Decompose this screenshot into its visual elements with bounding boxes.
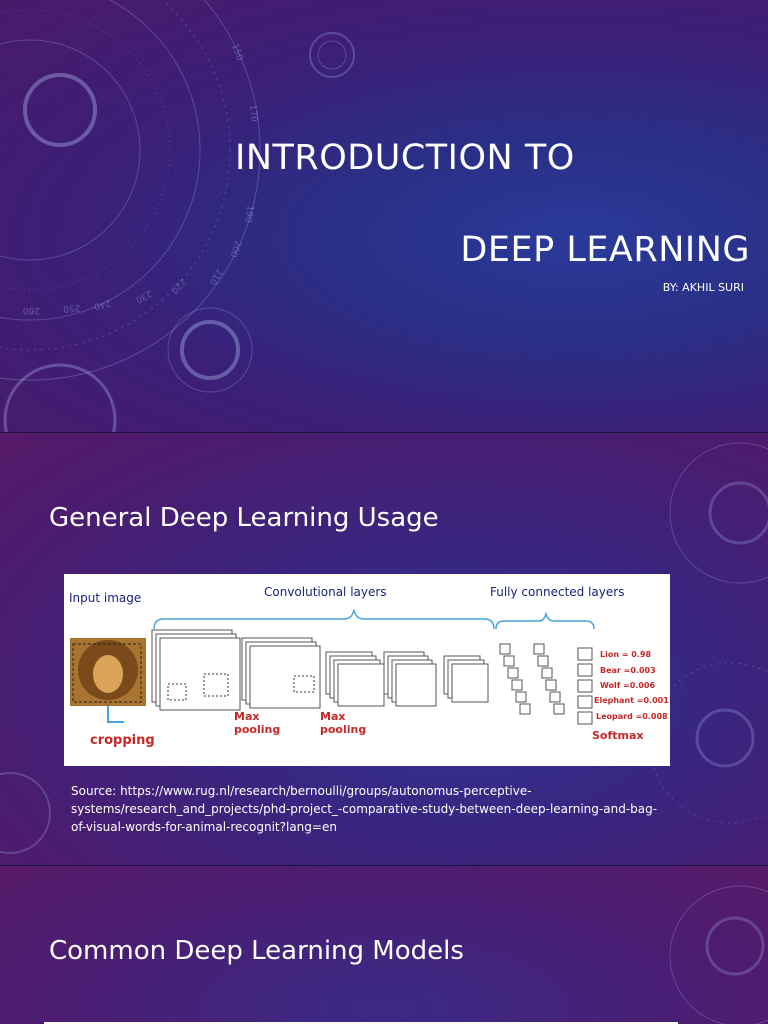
output-label: Wolf =0.006 [600,681,655,690]
lion-face [93,655,123,693]
dial-number: 150 [229,43,244,63]
dial-number: 210 [207,267,224,287]
byline: BY: AKHIL SURI [662,281,744,294]
conv-brace [153,609,495,630]
softmax-label: Softmax [592,729,644,742]
conv-stack-2 [241,637,321,709]
dial-number: 200 [227,239,242,259]
table-top-edge [44,1022,678,1024]
decorative-circles: 150 170 190 200 210 220 230 240 250 260 [0,0,355,432]
fc-layers-label: Fully connected layers [490,585,624,599]
fc-layer-1 [499,643,531,715]
softmax-nodes [577,647,593,725]
dial-numbers: 150 170 190 200 210 220 230 240 250 260 [23,43,259,315]
usage-slide: General Deep Learning Usage Input image … [0,433,768,865]
dial-number: 230 [133,287,153,304]
input-image-label: Input image [69,591,141,605]
crop-arrow [107,706,124,723]
conv-stack-1 [151,629,241,711]
kernel-box [203,673,229,697]
crop-box [72,643,142,703]
dial-number: 190 [242,204,255,223]
conv-stack-4 [383,651,437,707]
title-line-2: DEEP LEARNING [460,230,750,270]
title-line-1: INTRODUCTION TO [235,138,575,178]
output-labels: Lion = 0.98 Bear =0.003 Wolf =0.006 Elep… [594,650,669,721]
source-citation: Source: https://www.rug.nl/research/bern… [71,784,658,834]
dial-number: 260 [23,305,40,315]
output-label: Bear =0.003 [600,666,656,675]
output-label: Elephant =0.001 [594,696,669,705]
output-label: Lion = 0.98 [600,650,651,659]
output-label: Leopard =0.008 [596,712,668,721]
title-slide: 150 170 190 200 210 220 230 240 250 260 … [0,0,768,432]
cnn-diagram: Input image Convolutional layers Fully c… [64,574,670,766]
kernel-box [293,675,315,693]
fc-brace [495,611,595,630]
dial-number: 170 [247,104,258,122]
slide-heading: Common Deep Learning Models [49,936,464,966]
models-slide: Common Deep Learning Models [0,866,768,1024]
conv-stack-5 [443,655,489,703]
dial-number: 250 [62,302,80,313]
dial-number: 220 [169,276,188,295]
kernel-box [167,683,187,701]
slide-heading: General Deep Learning Usage [49,503,439,533]
conv-stack-3 [325,651,385,707]
conv-layers-label: Convolutional layers [264,585,387,599]
dial-number: 240 [92,297,111,311]
cropping-label: cropping [90,733,155,748]
cnn-diagram-svg: Input image Convolutional layers Fully c… [69,585,669,748]
fc-layer-2 [533,643,565,715]
